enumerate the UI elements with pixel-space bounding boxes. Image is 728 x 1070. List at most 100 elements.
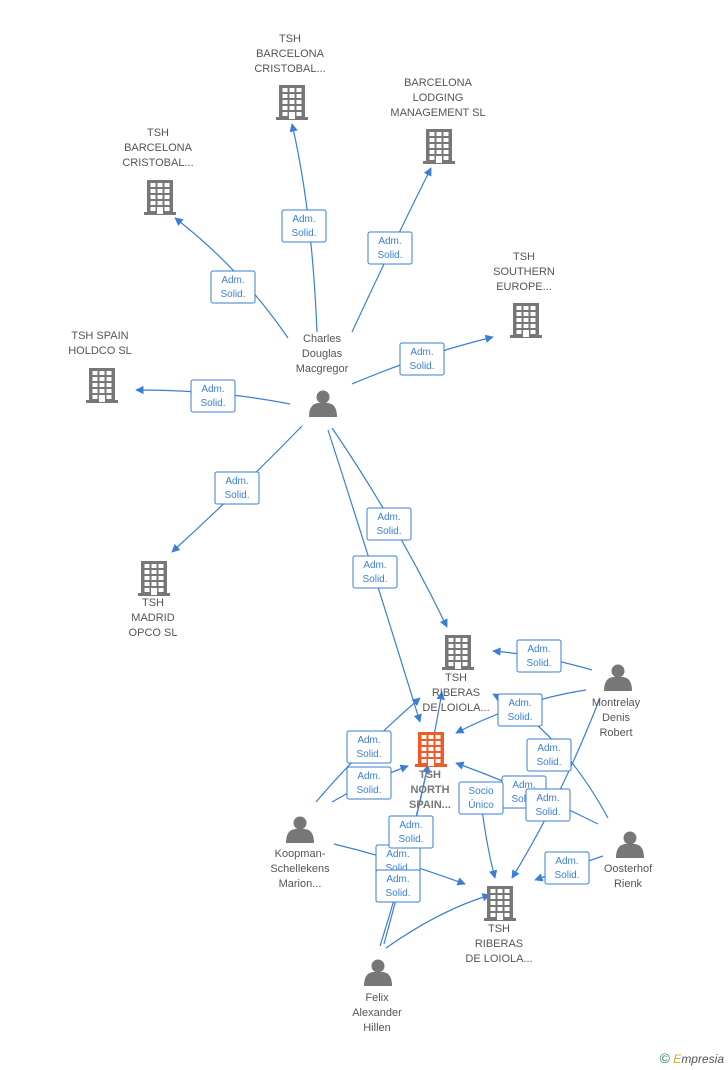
node-label: SPAIN... bbox=[409, 799, 451, 811]
edge-label-text: Adm. bbox=[386, 874, 409, 885]
node-label: TSH bbox=[147, 127, 169, 139]
edge-label-badge[interactable]: Adm. Solid. bbox=[346, 766, 392, 800]
edge-label-text: Socio bbox=[468, 786, 493, 797]
edge-label-text: Adm. bbox=[221, 275, 244, 286]
edge-label-text: Adm. bbox=[537, 743, 560, 754]
building-icon bbox=[423, 129, 455, 164]
node-label: Montrelay bbox=[592, 697, 641, 709]
node-tsh-north-spain[interactable]: TSHNORTHSPAIN... bbox=[409, 732, 451, 811]
edge-label-text: Solid. bbox=[507, 712, 532, 723]
node-label: NORTH bbox=[410, 784, 449, 796]
edge-label-text: Adm. bbox=[357, 735, 380, 746]
edge-label-badge[interactable]: Adm.Solid. bbox=[366, 507, 412, 541]
edge-label-text: Solid. bbox=[356, 785, 381, 796]
node-label: MADRID bbox=[131, 612, 174, 624]
edge-label-text: Solid. bbox=[526, 658, 551, 669]
edge-label-text: Solid. bbox=[554, 870, 579, 881]
node-label: CRISTOBAL... bbox=[122, 157, 193, 169]
edge-label-badge[interactable]: Adm.Solid. bbox=[346, 730, 392, 764]
edge-label-badge[interactable]: Adm.Solid. bbox=[388, 815, 434, 849]
node-label: TSH bbox=[445, 672, 467, 684]
person-icon bbox=[364, 959, 392, 986]
node-label: TSH bbox=[279, 33, 301, 45]
edge-label-badge[interactable]: Adm. Solid. bbox=[352, 555, 398, 589]
edge-felix-hillen-to-tsh-riberas-2 bbox=[385, 893, 491, 949]
edge-label-text: Adm. bbox=[512, 780, 535, 791]
node-label: TSH bbox=[142, 597, 164, 609]
edge-label-text: Adm. bbox=[508, 698, 531, 709]
node-label: Robert bbox=[599, 727, 632, 739]
node-koopman[interactable]: Koopman-SchellekensMarion... bbox=[270, 816, 330, 891]
edge-label-text: Solid. bbox=[362, 574, 387, 585]
edge-label-text: Adm. bbox=[201, 384, 224, 395]
node-label: TSH bbox=[513, 251, 535, 263]
node-tsh-southern-europe[interactable]: TSHSOUTHERNEUROPE... bbox=[493, 251, 555, 338]
node-label: Macgregor bbox=[296, 363, 349, 375]
node-label: Schellekens bbox=[270, 863, 330, 875]
footer-brand: © Empresia bbox=[660, 1050, 724, 1066]
node-label: Felix bbox=[365, 992, 389, 1004]
edge-label-badge[interactable]: Adm. Solid. bbox=[497, 693, 543, 727]
node-label: Hillen bbox=[363, 1022, 391, 1034]
edge-label-text: Adm. bbox=[225, 476, 248, 487]
edge-label-badge[interactable]: Adm. Solid. bbox=[516, 639, 562, 673]
edge-label-text: Solid. bbox=[385, 863, 410, 874]
edge-label-badge[interactable]: Adm. Solid. bbox=[526, 738, 572, 772]
edge-label-text: Adm. bbox=[527, 644, 550, 655]
edge-label-text: Solid. bbox=[536, 757, 561, 768]
person-icon bbox=[286, 816, 314, 843]
edge-label-text: Solid. bbox=[385, 888, 410, 899]
edge-label-text: Solid. bbox=[398, 834, 423, 845]
edge-label-text: Adm. bbox=[377, 512, 400, 523]
edge-label-badge[interactable]: Adm.Solid. bbox=[525, 788, 571, 822]
node-label: BARCELONA bbox=[124, 142, 193, 154]
building-icon bbox=[510, 303, 542, 338]
edge-label-text: Adm. bbox=[292, 214, 315, 225]
building-icon bbox=[415, 732, 447, 767]
edge-label-text: Adm. bbox=[363, 560, 386, 571]
edge-label-badge[interactable]: Adm. Solid. bbox=[399, 342, 445, 376]
edge-label-badge[interactable]: Adm.Solid. bbox=[210, 270, 256, 304]
edge-label-badge[interactable]: Adm. Solid. bbox=[214, 471, 260, 505]
edge-label-text: Único bbox=[468, 798, 494, 811]
edge-label-text: Solid. bbox=[409, 361, 434, 372]
brand-name[interactable]: Empresia bbox=[673, 1052, 724, 1066]
node-tsh-madrid-opco[interactable]: TSH MADRID OPCO SL bbox=[129, 561, 178, 639]
building-icon bbox=[276, 85, 308, 120]
node-label: DE LOIOLA... bbox=[422, 702, 489, 714]
edge-label-text: Adm. bbox=[410, 347, 433, 358]
node-label: EUROPE... bbox=[496, 281, 552, 293]
node-label: Alexander bbox=[352, 1007, 402, 1019]
node-label: CRISTOBAL... bbox=[254, 63, 325, 75]
edge-label-text: Adm. bbox=[357, 771, 380, 782]
node-tsh-barcelona-cristobal-left[interactable]: TSH BARCELONA CRISTOBAL... bbox=[122, 127, 194, 215]
node-label: BARCELONA bbox=[404, 77, 473, 89]
node-tsh-barcelona-cristobal-top[interactable]: TSHBARCELONACRISTOBAL... bbox=[254, 33, 326, 120]
nodes-layer: TSH BARCELONA CRISTOBAL... BARCELONALODGING… bbox=[68, 33, 653, 1034]
edge-label-text: Solid. bbox=[224, 490, 249, 501]
edge-label-badge[interactable]: Adm.Solid. bbox=[367, 231, 413, 265]
edge-label-badge[interactable]: Adm.Solid. bbox=[281, 209, 327, 243]
node-label: OPCO SL bbox=[129, 627, 178, 639]
node-label: DE LOIOLA... bbox=[465, 953, 532, 965]
edge-label-text: Solid. bbox=[535, 807, 560, 818]
node-label: TSH SPAIN bbox=[71, 330, 128, 342]
edge-label-badge[interactable]: Adm.Solid. bbox=[190, 379, 236, 413]
edge-label-badge[interactable]: Adm.Solid. bbox=[544, 851, 590, 885]
node-label: Rienk bbox=[614, 878, 643, 890]
edge-label-text: Solid. bbox=[511, 794, 536, 805]
badges-layer: Adm.Solid.Adm.Solid.Adm.Solid.Adm.Solid.… bbox=[190, 209, 590, 903]
node-label: Koopman- bbox=[275, 848, 326, 860]
edge-label-badge[interactable]: Adm. Solid. bbox=[375, 869, 421, 903]
person-icon bbox=[616, 831, 644, 858]
